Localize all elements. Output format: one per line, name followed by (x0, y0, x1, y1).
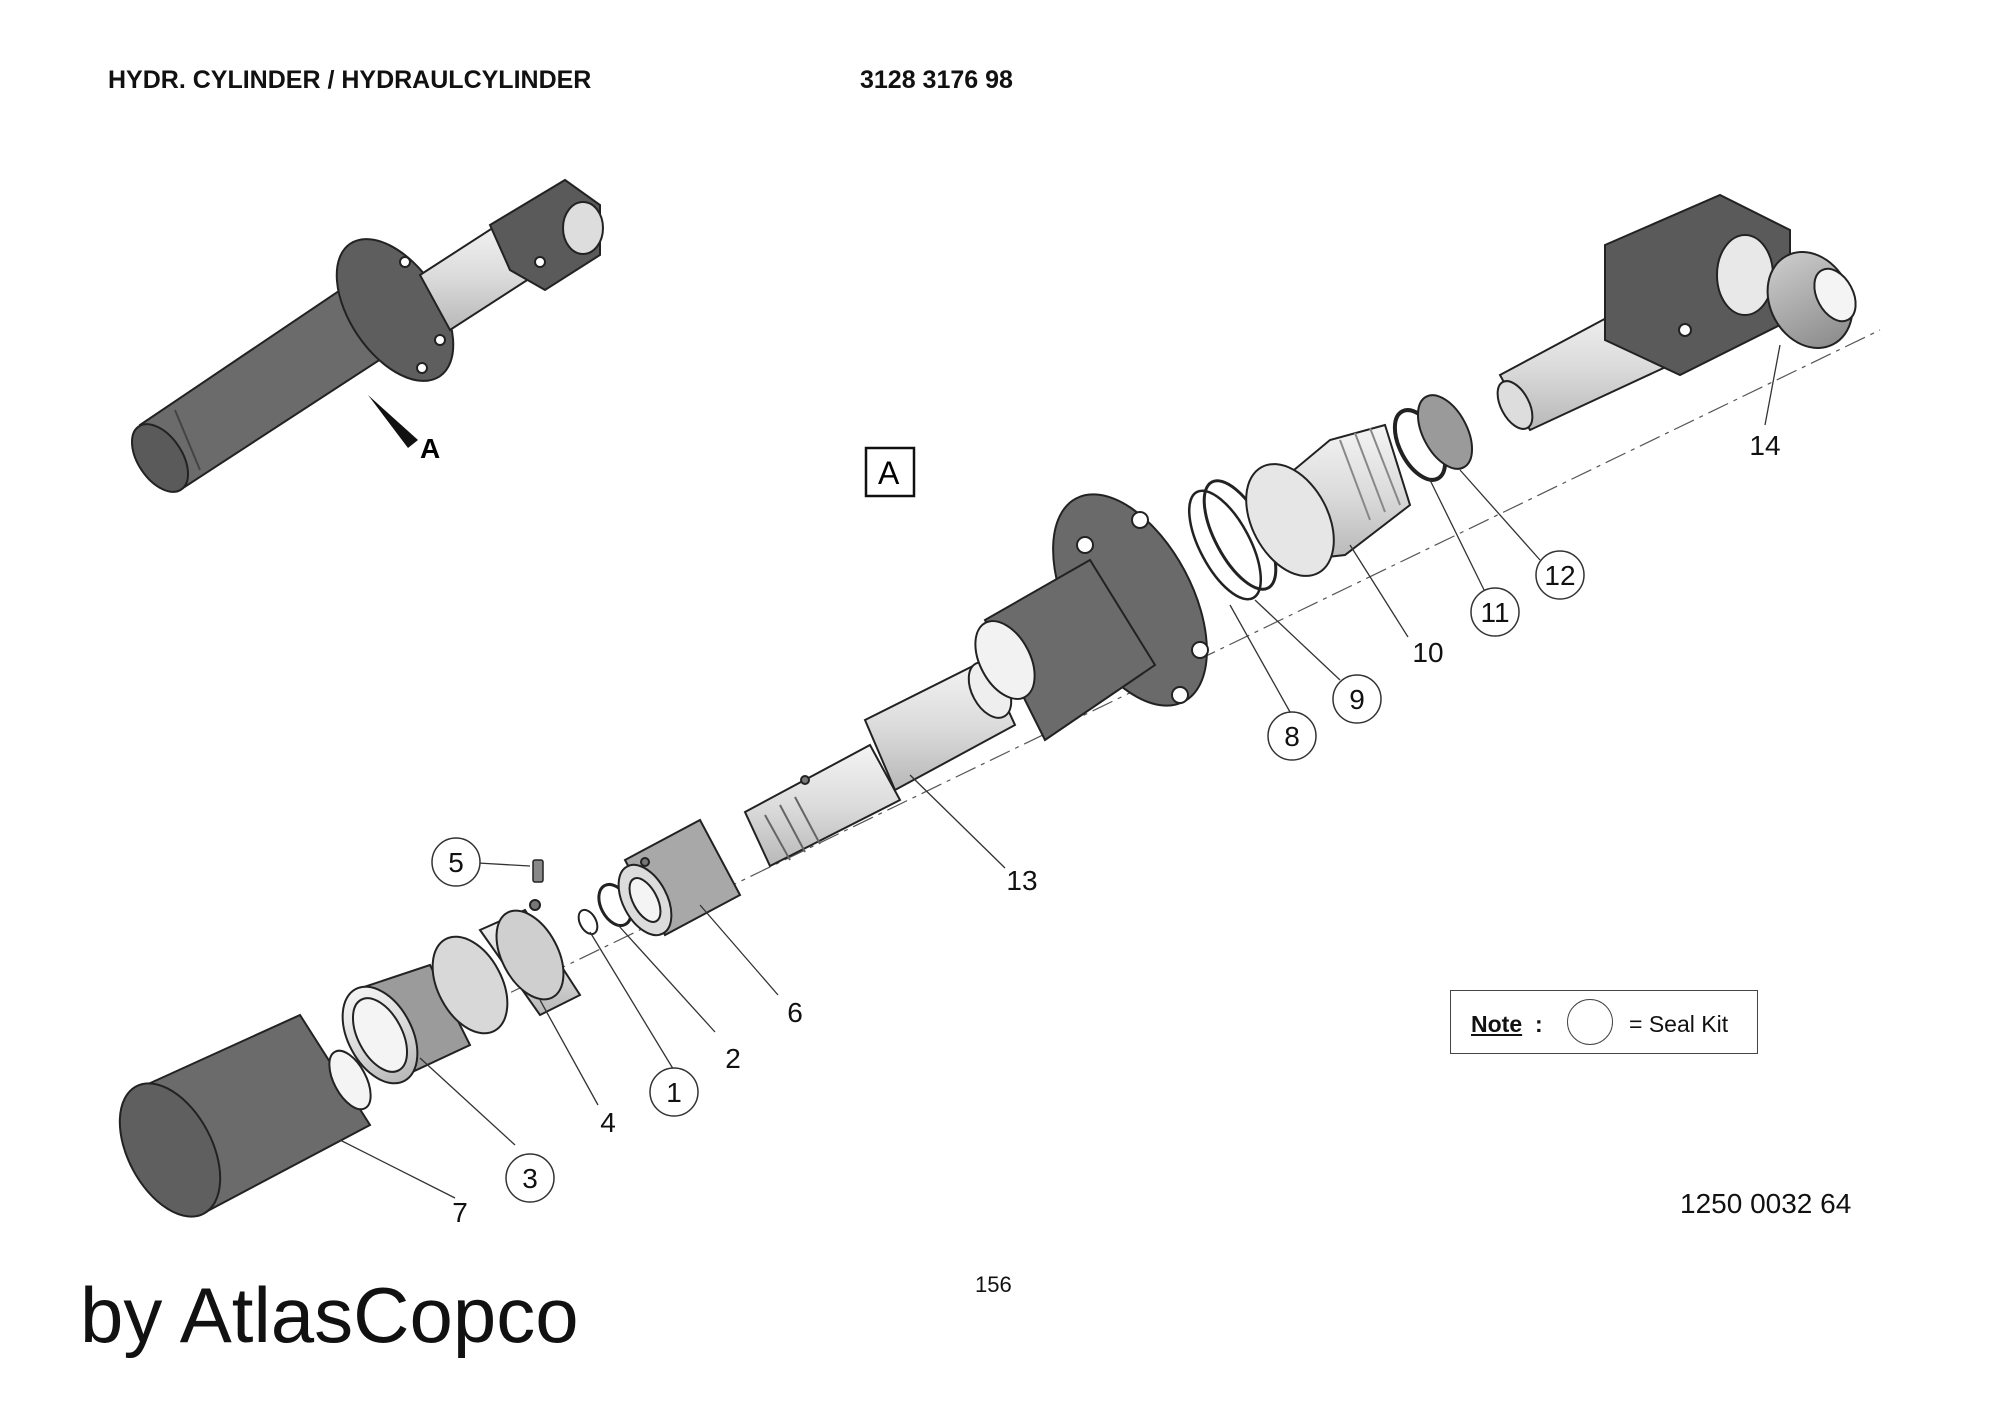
callout-11-circle (1470, 587, 1520, 637)
part-8-retaining-ring (1187, 489, 1263, 601)
callout-1: 1 (666, 1077, 682, 1108)
callout-8: 8 (1284, 721, 1300, 752)
callout-8-circle (1267, 711, 1317, 761)
callout-3: 3 (522, 1163, 538, 1194)
page-number: 156 (975, 1272, 1012, 1297)
seal-kit-circle-symbol (1567, 999, 1613, 1045)
part-1-oring (577, 908, 599, 936)
center-line (339, 329, 1881, 1076)
page-title: HYDR. CYLINDER / HYDRAULCYLINDER (108, 66, 592, 94)
note-label: Note (1471, 1011, 1523, 1037)
callout-9: 9 (1349, 684, 1365, 715)
part-13-piston-rod (743, 658, 1017, 868)
watermark: by AtlasCopco (80, 1271, 579, 1359)
part-5-screw (532, 859, 544, 883)
callout-3-circle (505, 1153, 555, 1203)
callout-6: 6 (787, 997, 803, 1028)
callout-7: 7 (452, 1197, 468, 1228)
part-14-rod-end (1496, 193, 1857, 432)
part-12-rod-seal (1416, 394, 1474, 470)
callout-14: 14 (1749, 430, 1780, 461)
detail-view-label: A (878, 455, 900, 491)
seal-kit-note: Note : = Seal Kit (1450, 990, 1758, 1054)
part-10-cylinder-head (1245, 423, 1412, 577)
note-text: = Seal Kit (1629, 1011, 1729, 1037)
part-number: 3128 3176 98 (860, 66, 1013, 94)
part-4-piston (431, 899, 582, 1035)
callout-1-circle (649, 1067, 699, 1117)
callout-5: 5 (448, 847, 464, 878)
callout-4: 4 (600, 1107, 616, 1138)
cylinder-barrel (974, 493, 1209, 742)
overview-cylinder (130, 178, 604, 493)
callout-2: 2 (725, 1043, 741, 1074)
callout-12: 12 (1544, 560, 1575, 591)
part-6-bushing (617, 818, 742, 937)
callout-5-circle (431, 837, 481, 887)
view-arrow (368, 395, 418, 448)
callout-11: 11 (1480, 597, 1509, 628)
part-7-end-cap (118, 1013, 372, 1218)
detail-view-box (864, 446, 916, 498)
view-arrow-label: A (420, 433, 440, 464)
note-colon: : (1535, 1011, 1543, 1037)
callout-10: 10 (1412, 637, 1443, 668)
leader-lines (339, 344, 1781, 1199)
callout-9-circle (1332, 674, 1382, 724)
callout-12-circle (1535, 550, 1585, 600)
drawing-number: 1250 0032 64 (1680, 1188, 1852, 1219)
callout-13: 13 (1006, 865, 1037, 896)
